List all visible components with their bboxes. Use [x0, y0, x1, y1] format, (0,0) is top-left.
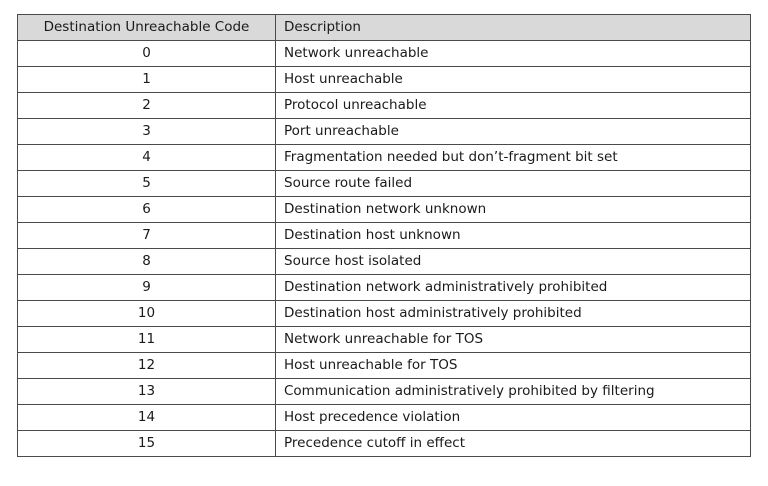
column-header-code: Destination Unreachable Code: [17, 14, 276, 41]
code-cell: 13: [17, 378, 276, 405]
description-cell: Communication administratively prohibite…: [275, 378, 751, 405]
description-cell: Destination host unknown: [275, 222, 751, 249]
description-cell: Destination network administratively pro…: [275, 274, 751, 301]
code-cell: 7: [17, 222, 276, 249]
description-cell: Network unreachable for TOS: [275, 326, 751, 353]
code-cell: 5: [17, 170, 276, 197]
code-cell: 1: [17, 66, 276, 93]
description-cell: Destination network unknown: [275, 196, 751, 223]
description-cell: Host precedence violation: [275, 404, 751, 431]
description-cell: Destination host administratively prohib…: [275, 300, 751, 327]
code-cell: 4: [17, 144, 276, 171]
code-cell: 3: [17, 118, 276, 145]
code-cell: 10: [17, 300, 276, 327]
description-cell: Source route failed: [275, 170, 751, 197]
code-cell: 14: [17, 404, 276, 431]
code-cell: 11: [17, 326, 276, 353]
code-cell: 8: [17, 248, 276, 275]
description-cell: Source host isolated: [275, 248, 751, 275]
code-cell: 2: [17, 92, 276, 119]
description-cell: Precedence cutoff in effect: [275, 430, 751, 457]
description-cell: Fragmentation needed but don’t-fragment …: [275, 144, 751, 171]
code-cell: 0: [17, 40, 276, 67]
table-header-row: Destination Unreachable Code Description: [17, 14, 751, 41]
code-cell: 12: [17, 352, 276, 379]
description-cell: Protocol unreachable: [275, 92, 751, 119]
description-cell: Port unreachable: [275, 118, 751, 145]
code-cell: 15: [17, 430, 276, 457]
destination-unreachable-table: Destination Unreachable Code Description…: [17, 14, 751, 457]
description-cell: Network unreachable: [275, 40, 751, 67]
code-cell: 6: [17, 196, 276, 223]
column-header-description: Description: [275, 14, 751, 41]
code-cell: 9: [17, 274, 276, 301]
description-cell: Host unreachable for TOS: [275, 352, 751, 379]
description-cell: Host unreachable: [275, 66, 751, 93]
